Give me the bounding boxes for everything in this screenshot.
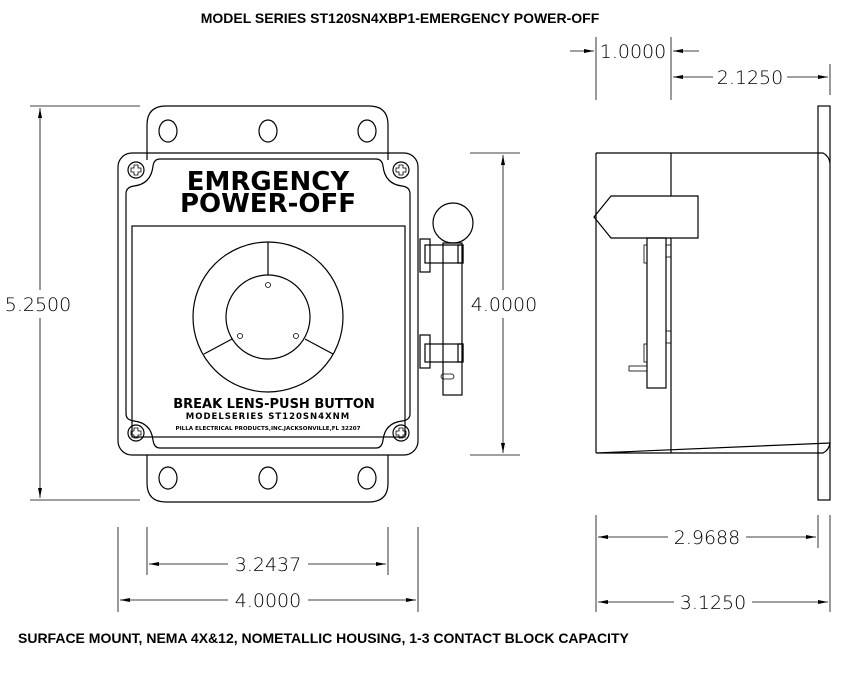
- svg-text:2.9688: 2.9688: [674, 527, 740, 549]
- mounting-holes: [158, 119, 377, 490]
- button-side-profile: [593, 195, 699, 239]
- svg-text:5.2500: 5.2500: [5, 294, 71, 316]
- dimension-body-depth: 2.9688: [595, 515, 831, 612]
- dimension-cover-depth: 1.0000: [570, 37, 699, 100]
- label-power-off: POWER-OFF: [180, 189, 356, 219]
- push-button[interactable]: [192, 241, 344, 393]
- side-body: [595, 152, 831, 454]
- svg-text:3.1250: 3.1250: [680, 592, 746, 614]
- dimension-overall-height: 5.2500: [5, 105, 140, 501]
- drawing-footer-note: SURFACE MOUNT, NEMA 4X&12, NOMETALLIC HO…: [18, 630, 630, 646]
- svg-text:4.0000: 4.0000: [471, 294, 537, 316]
- lens-text-break: BREAK LENS-PUSH BUTTON: [173, 397, 375, 412]
- hinged-handle: [419, 202, 474, 396]
- front-view: EMRGENCY POWER-OFF BREAK LENS-PUSH BUTTO…: [117, 105, 474, 503]
- label-emergency: EMRGENCY: [187, 167, 351, 197]
- top-flange: [146, 105, 389, 160]
- svg-text:4.0000: 4.0000: [235, 590, 301, 612]
- dimension-body-width: 4.0000: [117, 527, 419, 612]
- drawing-title: MODEL SERIES ST120SN4XBP1-EMERGENCY POWE…: [201, 10, 600, 26]
- dimension-overall-depth: 3.1250: [598, 592, 828, 614]
- lens-text-model: MODELSERIES ST120SN4XNM: [186, 412, 350, 422]
- dimension-base-depth: 2.1250: [673, 64, 831, 95]
- svg-text:1.0000: 1.0000: [600, 41, 666, 63]
- svg-text:3.2437: 3.2437: [235, 554, 301, 576]
- enclosure-body: [117, 152, 419, 456]
- bottom-flange: [146, 455, 389, 503]
- cover-screws: [127, 161, 410, 442]
- lens-text-manufacturer: PILLA ELECTRICAL PRODUCTS,INC.JACKSONVIL…: [175, 426, 360, 432]
- dimension-hole-spacing: 3.2437: [146, 527, 389, 576]
- side-view: [593, 105, 831, 501]
- break-lens: [131, 225, 406, 438]
- mounting-flange: [817, 105, 831, 501]
- dimension-body-height: 4.0000: [470, 152, 537, 456]
- enclosure-inner-border: [125, 158, 411, 449]
- svg-text:2.1250: 2.1250: [717, 67, 783, 89]
